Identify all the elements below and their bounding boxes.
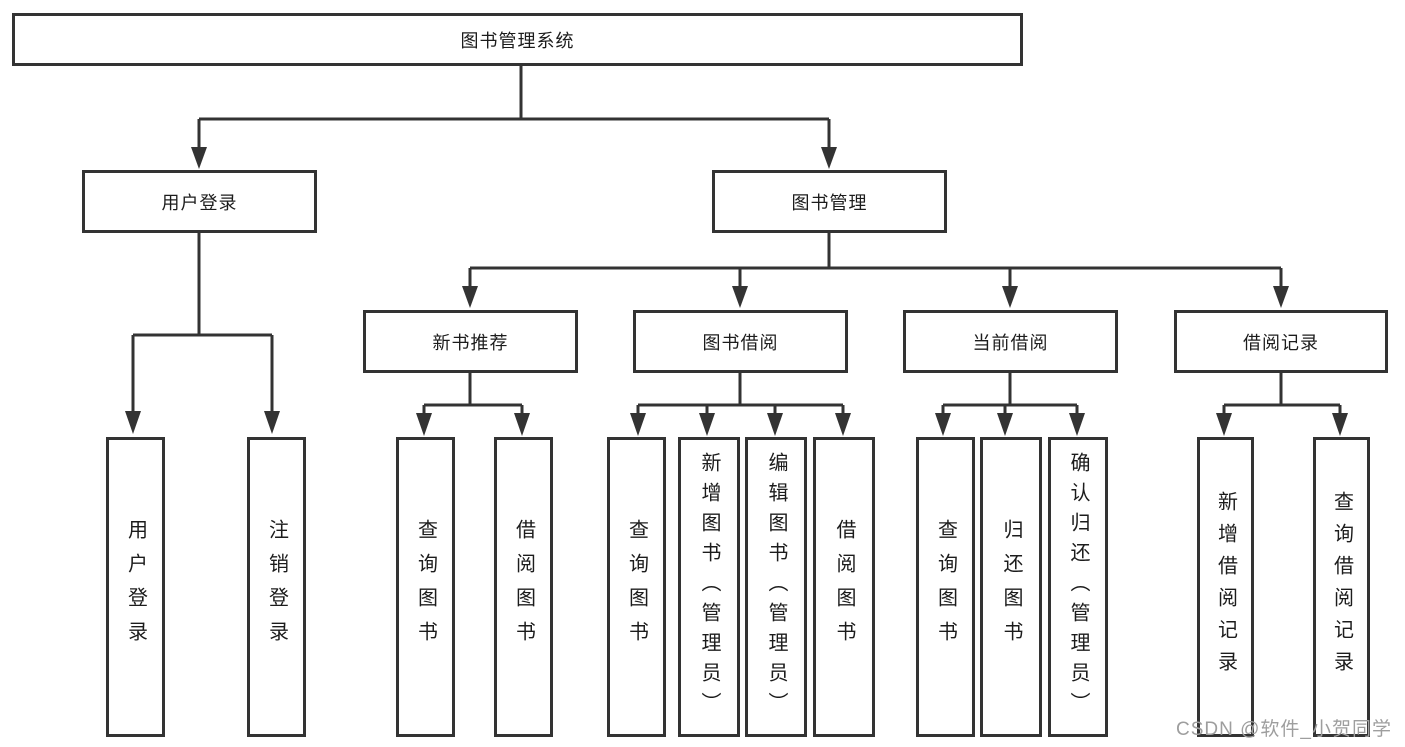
leaf-query-borrow-record: 查询借阅记录 [1313, 437, 1370, 737]
leaf-recommend-query-books: 查询图书 [396, 437, 455, 737]
leaf-add-book-admin: 新增图书（管理员） [678, 437, 740, 737]
node-book-borrow-label: 图书借阅 [702, 332, 779, 353]
node-user-login-label: 用户登录 [161, 192, 238, 213]
leaf-borrow-books: 借阅图书 [813, 437, 875, 737]
leaf-recommend-borrow-books: 借阅图书 [494, 437, 553, 737]
leaf-add-book-admin-label: 新增图书（管理员） [698, 452, 720, 722]
node-new-book-recommend: 新书推荐 [363, 310, 578, 373]
leaf-recommend-query-books-label: 查询图书 [414, 519, 437, 655]
leaf-current-query-books-label: 查询图书 [934, 519, 957, 655]
leaf-return-books: 归还图书 [980, 437, 1042, 737]
leaf-logout-label: 注销登录 [265, 519, 288, 655]
connector-root-to-level2 [191, 66, 837, 169]
leaf-user-login: 用户登录 [106, 437, 165, 737]
watermark-text: CSDN @软件_小贺同学 [1176, 719, 1392, 740]
leaf-current-query-books: 查询图书 [916, 437, 975, 737]
leaf-borrow-query-books: 查询图书 [607, 437, 666, 737]
node-root-label: 图书管理系统 [460, 30, 575, 51]
node-book-borrow: 图书借阅 [633, 310, 848, 373]
leaf-borrow-query-books-label: 查询图书 [625, 519, 648, 655]
leaf-confirm-return-admin: 确认归还（管理员） [1048, 437, 1108, 737]
node-current-borrow: 当前借阅 [903, 310, 1118, 373]
node-user-login: 用户登录 [82, 170, 317, 233]
leaf-recommend-borrow-books-label: 借阅图书 [512, 519, 535, 655]
node-borrow-records-label: 借阅记录 [1243, 332, 1319, 353]
connector-current-borrow-to-leaves [935, 373, 1085, 436]
node-current-borrow-label: 当前借阅 [972, 332, 1049, 353]
leaf-borrow-books-label: 借阅图书 [833, 519, 855, 655]
leaf-add-borrow-record: 新增借阅记录 [1197, 437, 1254, 737]
leaf-logout: 注销登录 [247, 437, 306, 737]
node-book-management-label: 图书管理 [791, 192, 868, 213]
node-root-system: 图书管理系统 [12, 13, 1023, 66]
connector-new-book-recommend-to-leaves [416, 373, 530, 436]
leaf-confirm-return-admin-label: 确认归还（管理员） [1067, 452, 1089, 722]
leaf-edit-book-admin-label: 编辑图书（管理员） [765, 452, 787, 722]
connector-book-borrow-to-leaves [630, 373, 851, 436]
leaf-user-login-label: 用户登录 [124, 519, 147, 655]
node-borrow-records: 借阅记录 [1174, 310, 1388, 373]
leaf-query-borrow-record-label: 查询借阅记录 [1330, 491, 1353, 683]
leaf-return-books-label: 归还图书 [1000, 519, 1022, 655]
node-new-book-recommend-label: 新书推荐 [432, 332, 509, 353]
connector-user-login-to-leaves [125, 233, 280, 434]
connector-book-management-to-level3 [462, 233, 1289, 308]
connector-borrow-records-to-leaves [1216, 373, 1348, 436]
leaf-add-borrow-record-label: 新增借阅记录 [1214, 491, 1237, 683]
node-book-management: 图书管理 [712, 170, 947, 233]
leaf-edit-book-admin: 编辑图书（管理员） [745, 437, 807, 737]
